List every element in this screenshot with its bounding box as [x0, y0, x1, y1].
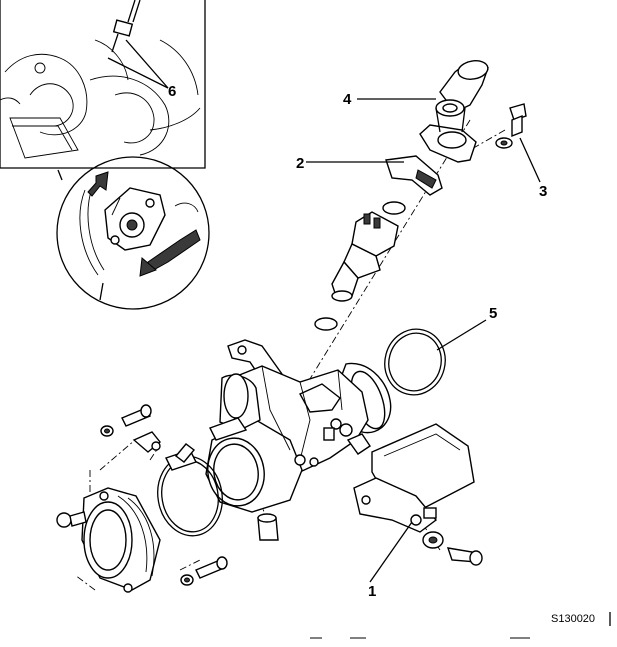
callout-1: 1 [368, 583, 376, 600]
magnified-detail-view [56, 156, 210, 310]
part-4-elbow-fitting [419, 60, 489, 163]
callout-2: 2 [296, 155, 304, 172]
callout-5: 5 [489, 305, 497, 322]
callout-3: 3 [539, 183, 547, 200]
part-3-bolt-washer [495, 103, 527, 149]
callout-6: 6 [168, 83, 176, 100]
callout-4: 4 [343, 91, 352, 108]
reference-code: S130020 [551, 613, 595, 625]
intake-bellows [81, 487, 161, 593]
hose-clamp [157, 443, 223, 537]
throttle-body [205, 339, 392, 541]
leader-lines [306, 98, 541, 583]
o-ring-upper [382, 201, 406, 215]
inset-view [0, 0, 206, 169]
part-2-bracket [385, 155, 443, 196]
part-5-large-o-ring [384, 328, 446, 396]
o-ring-lower [314, 317, 338, 331]
fasteners-left [56, 404, 228, 586]
sensor-body [331, 211, 399, 302]
part-1-throttle-position-sensor [353, 423, 483, 566]
